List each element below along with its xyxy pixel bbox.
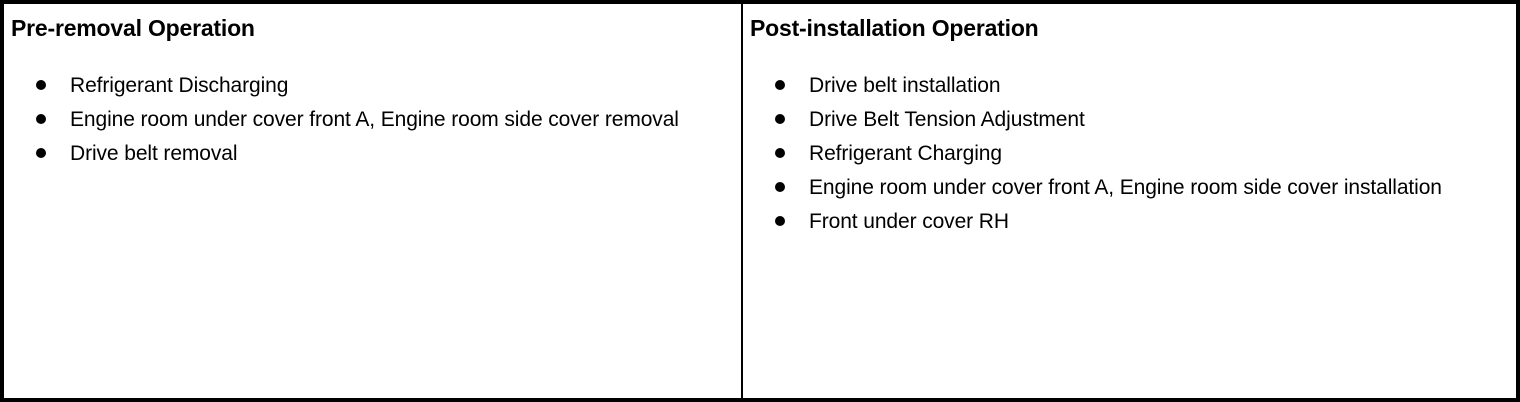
bullet-icon	[775, 114, 785, 124]
bullet-icon	[775, 80, 785, 90]
list-item-text: Engine room under cover front A, Engine …	[809, 176, 1442, 199]
bullet-icon	[36, 148, 46, 158]
bullet-icon	[36, 80, 46, 90]
pre-removal-column: Pre-removal Operation Refrigerant Discha…	[4, 4, 743, 398]
list-item: Engine room under cover front A, Engine …	[11, 104, 733, 135]
list-item: Refrigerant Charging	[750, 138, 1508, 169]
list-item-text: Drive belt removal	[70, 142, 238, 165]
list-item: Drive Belt Tension Adjustment	[750, 104, 1508, 135]
post-installation-column: Post-installation Operation Drive belt i…	[743, 4, 1516, 398]
list-item-text: Refrigerant Charging	[809, 142, 1002, 165]
post-installation-header: Post-installation Operation	[750, 15, 1039, 41]
bullet-icon	[775, 182, 785, 192]
list-item: Front under cover RH	[750, 206, 1508, 237]
list-item-text: Engine room under cover front A, Engine …	[70, 108, 679, 131]
bullet-icon	[775, 216, 785, 226]
list-item: Engine room under cover front A, Engine …	[750, 172, 1508, 203]
list-item: Refrigerant Discharging	[11, 70, 733, 101]
list-item-text: Drive Belt Tension Adjustment	[809, 108, 1085, 131]
bullet-icon	[775, 148, 785, 158]
list-item: Drive belt removal	[11, 138, 733, 169]
list-item-text: Refrigerant Discharging	[70, 74, 289, 97]
list-item: Drive belt installation	[750, 70, 1508, 101]
list-item-text: Drive belt installation	[809, 74, 1001, 97]
pre-removal-header: Pre-removal Operation	[11, 15, 255, 41]
bullet-icon	[36, 114, 46, 124]
list-item-text: Front under cover RH	[809, 210, 1009, 233]
